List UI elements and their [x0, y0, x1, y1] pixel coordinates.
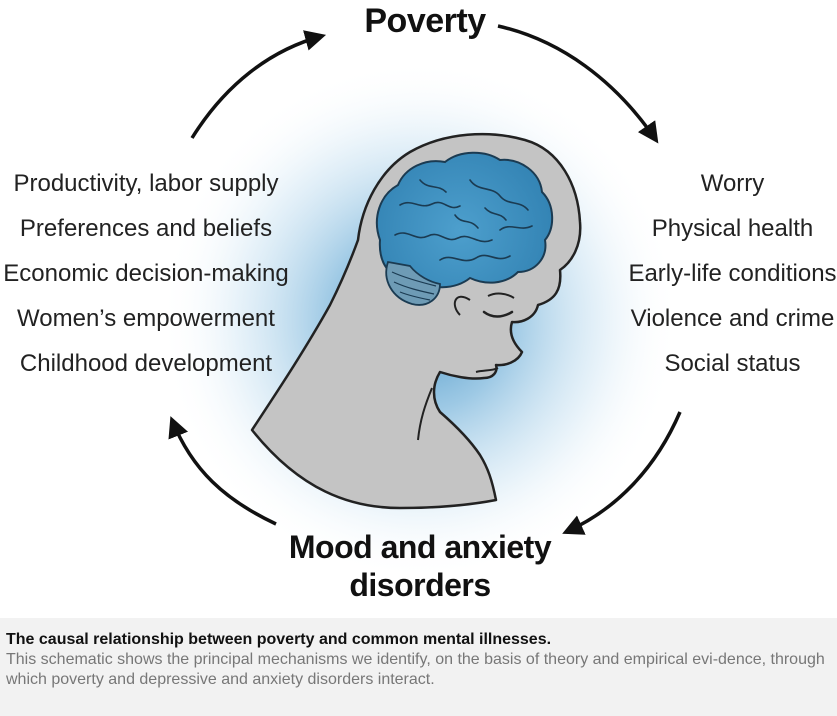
caption-body: This schematic shows the principal mecha… [6, 651, 825, 688]
node-mood-anxiety: Mood and anxiety disorders [260, 528, 580, 604]
right-mechanism-item: Worry [700, 170, 765, 197]
left-mechanism-item: Women’s empowerment [17, 305, 275, 332]
node-poverty: Poverty [318, 2, 532, 40]
cycle-arrow-icon [168, 24, 682, 535]
right-mechanism-item: Social status [664, 350, 801, 377]
caption-title: The causal relationship between poverty … [6, 631, 552, 648]
figure: Poverty Mood and anxiety disorders Produ… [3, 2, 837, 604]
left-mechanism-item: Preferences and beliefs [19, 215, 273, 242]
node-poverty-label: Poverty [364, 2, 486, 40]
right-mechanism-item: Violence and crime [630, 305, 835, 332]
arrow-top-to-right [497, 24, 659, 144]
arrow-left-to-top [190, 30, 327, 139]
left-mechanism-item: Economic decision-making [3, 260, 289, 287]
right-mechanism-item: Early-life conditions [628, 260, 837, 287]
brain-icon [375, 151, 554, 306]
figure-caption: The causal relationship between poverty … [0, 618, 837, 716]
left-mechanism-item: Productivity, labor supply [13, 170, 279, 197]
cycle-diagram [160, 24, 682, 580]
node-mood-line1: Mood and anxiety [288, 529, 552, 565]
right-mechanism-item: Physical health [651, 215, 814, 242]
arrow-bottom-to-left [168, 416, 277, 526]
left-mechanism-item: Childhood development [19, 350, 273, 377]
arrow-right-to-bottom [562, 411, 682, 535]
node-mood-line2: disorders [349, 567, 491, 603]
